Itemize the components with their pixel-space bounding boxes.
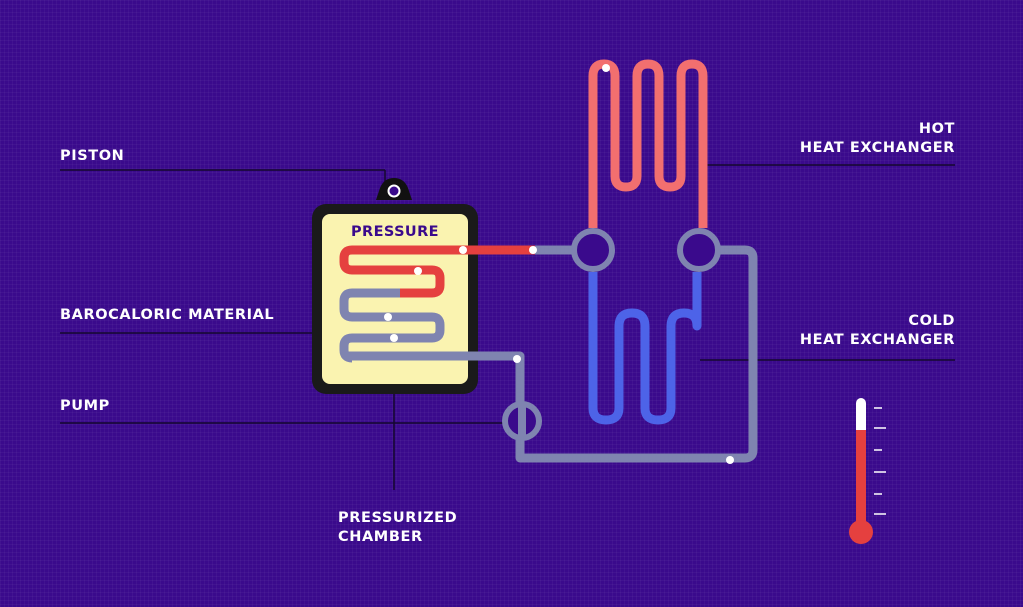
chamber-label-line2: CHAMBER — [338, 529, 423, 545]
cold-label-line1: COLD — [908, 313, 955, 329]
cold-label-line2: HEAT EXCHANGER — [799, 332, 955, 348]
return-pipe — [348, 245, 758, 463]
flow-marker — [414, 267, 422, 275]
thermometer-bulb — [849, 520, 873, 544]
piston-label: PISTON — [60, 148, 125, 164]
flow-marker — [513, 355, 521, 363]
pump — [502, 401, 542, 441]
flow-marker — [726, 456, 734, 464]
hot-heat-exchanger-label: HOT HEAT EXCHANGER — [800, 120, 955, 158]
hot-heat-exchanger — [588, 59, 708, 228]
pressurized-chamber-label: PRESSURIZED CHAMBER — [338, 509, 457, 547]
leader-lines — [60, 164, 955, 490]
hot-valve — [571, 228, 615, 272]
pressure-label: PRESSURE — [351, 224, 439, 240]
thermometer — [849, 398, 886, 544]
flow-marker — [384, 313, 392, 321]
flow-marker — [602, 64, 610, 72]
pump-label: PUMP — [60, 398, 110, 414]
cold-heat-exchanger-label: COLD HEAT EXCHANGER — [800, 312, 955, 350]
flow-marker — [390, 334, 398, 342]
barocaloric-label: BAROCALORIC MATERIAL — [60, 307, 275, 323]
cold-heat-exchanger — [588, 272, 702, 425]
hot-label-line1: HOT — [918, 121, 955, 137]
piston — [376, 178, 412, 200]
thermometer-level — [856, 430, 866, 526]
flow-marker — [459, 246, 467, 254]
flow-markers — [384, 64, 734, 464]
chamber-label-line1: PRESSURIZED — [338, 510, 458, 526]
thermometer-ticks — [874, 407, 886, 515]
hot-label-line2: HEAT EXCHANGER — [799, 140, 955, 156]
cold-valve — [677, 228, 721, 272]
flow-marker — [529, 246, 537, 254]
barocaloric-material — [339, 245, 463, 363]
